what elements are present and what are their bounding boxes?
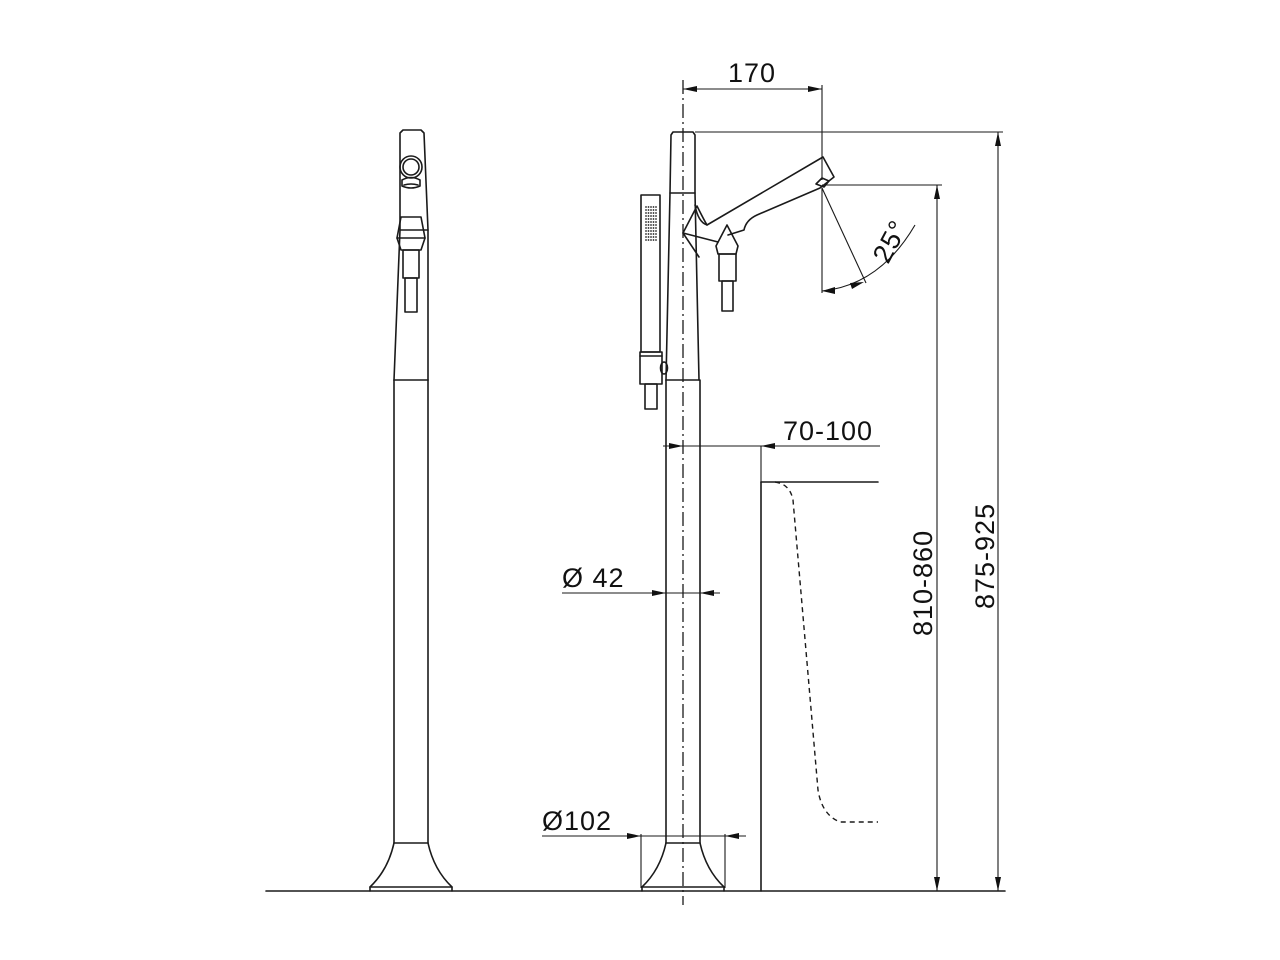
dimension-spout-angle: 25°	[821, 187, 916, 294]
dimension-column-diameter: Ø 42	[562, 563, 720, 596]
dimension-wall-clearance: 70-100	[663, 416, 880, 482]
label-base-diameter: Ø102	[542, 806, 612, 836]
label-spout-reach: 170	[728, 58, 776, 88]
mixer-side-view	[369, 129, 453, 892]
dimension-spout-height: 810-860	[822, 184, 942, 891]
hand-shower-nozzles	[645, 206, 657, 241]
label-wall-clearance: 70-100	[783, 416, 873, 446]
dimension-spout-reach: 170	[683, 58, 823, 180]
label-column-diameter: Ø 42	[562, 563, 625, 593]
label-spout-height: 810-860	[908, 530, 938, 636]
label-overall-height: 875-925	[970, 503, 1000, 609]
dimension-overall-height: 875-925	[695, 131, 1003, 891]
dimension-base-diameter: Ø102	[542, 806, 746, 888]
label-spout-angle: 25°	[867, 215, 914, 268]
mixer-front-view	[639, 80, 835, 905]
bathtub-outline	[760, 481, 879, 892]
